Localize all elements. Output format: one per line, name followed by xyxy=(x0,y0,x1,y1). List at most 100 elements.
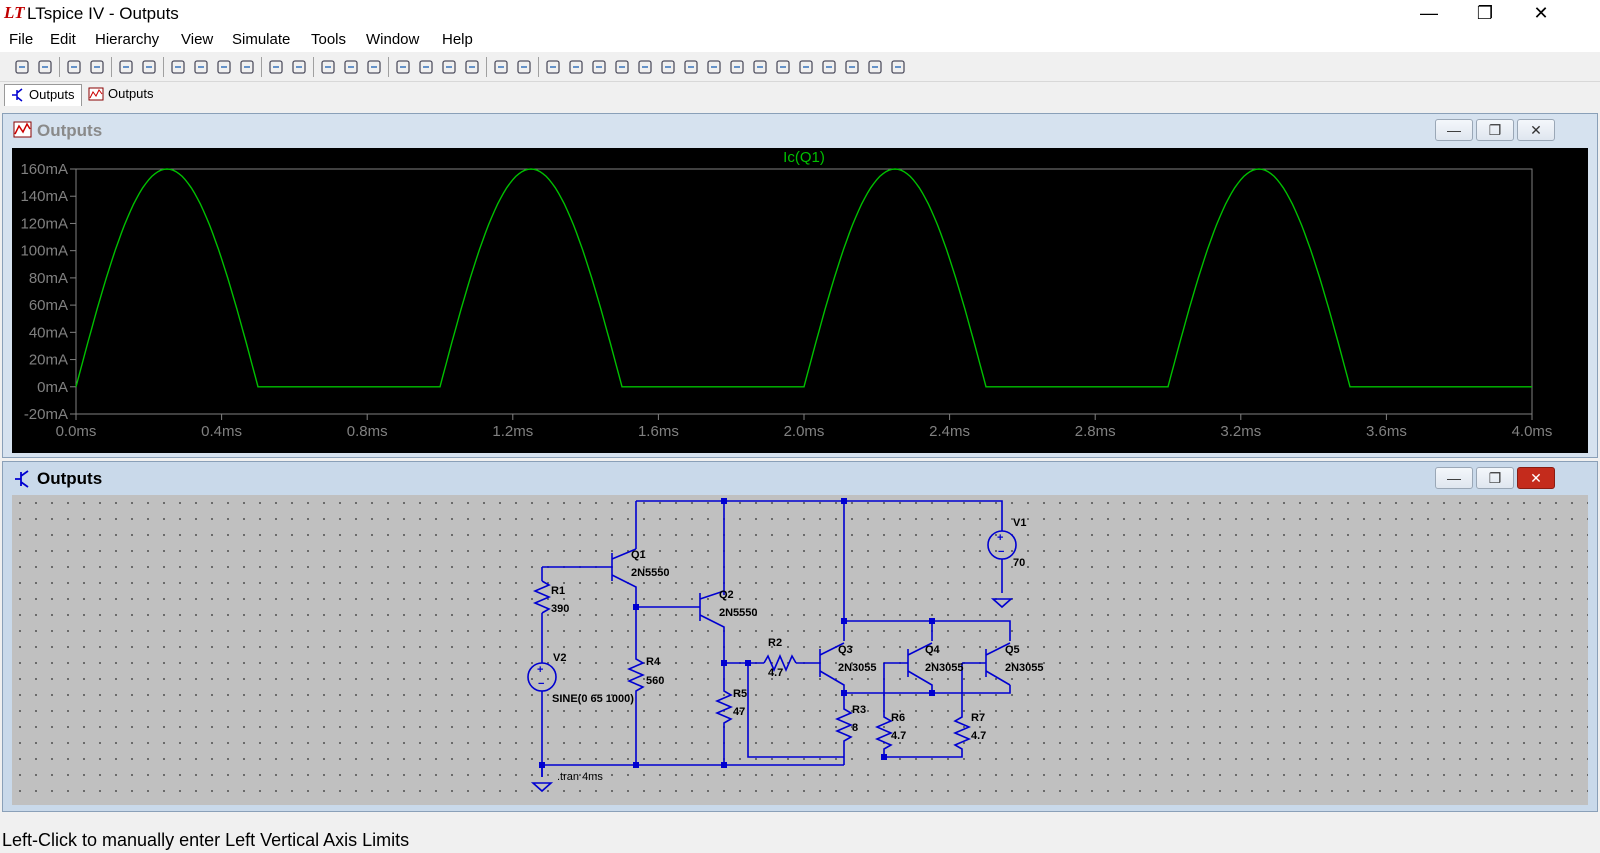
zoom-area-icon[interactable] xyxy=(191,57,211,77)
waveform-restore-button[interactable]: ❐ xyxy=(1476,119,1514,141)
autorange-icon[interactable] xyxy=(266,57,286,77)
zoom-in-icon[interactable] xyxy=(168,57,188,77)
x-tick-label[interactable]: 4.0ms xyxy=(1512,423,1553,440)
x-tick-label[interactable]: 1.6ms xyxy=(638,423,679,440)
text-icon[interactable] xyxy=(865,57,885,77)
tab-schematic-outputs[interactable]: Outputs xyxy=(4,84,82,106)
waveform-close-button[interactable]: ✕ xyxy=(1517,119,1555,141)
control-panel-icon[interactable] xyxy=(87,57,107,77)
rotate-icon[interactable] xyxy=(819,57,839,77)
undo-icon[interactable] xyxy=(773,57,793,77)
schematic-minimize-button[interactable]: — xyxy=(1435,467,1473,489)
tile-horizontal-icon[interactable] xyxy=(318,57,338,77)
menu-hierarchy[interactable]: Hierarchy xyxy=(95,31,160,48)
r5-value: 47 xyxy=(733,706,745,718)
open-icon[interactable] xyxy=(35,57,55,77)
waveform-chart[interactable]: 160mA 140mA 120mA 100mA 80mA 60mA 40mA 20mA 0mA -… xyxy=(12,148,1588,453)
menu-edit[interactable]: Edit xyxy=(50,31,76,48)
y-tick-label[interactable]: 160mA xyxy=(20,161,68,178)
y-tick-label[interactable]: 100mA xyxy=(20,243,68,260)
menu-file[interactable]: File xyxy=(9,31,34,48)
schematic-window: Outputs — ❐ ✕ xyxy=(2,461,1598,812)
toolbar xyxy=(0,53,1600,82)
waveform-window-title: Outputs xyxy=(37,121,103,140)
schematic-close-button[interactable]: ✕ xyxy=(1517,467,1555,489)
pan-hand-icon[interactable] xyxy=(139,57,159,77)
schematic-window-title: Outputs xyxy=(37,469,103,488)
y-tick-label[interactable]: -20mA xyxy=(24,406,68,423)
maximize-button[interactable]: ❐ xyxy=(1476,3,1494,23)
resistor-icon[interactable] xyxy=(612,57,632,77)
x-tick-label[interactable]: 1.2ms xyxy=(492,423,533,440)
zoom-out-icon[interactable] xyxy=(214,57,234,77)
schematic-window-header: Outputs — ❐ ✕ xyxy=(3,462,1597,496)
copy-icon[interactable] xyxy=(416,57,436,77)
move-icon[interactable] xyxy=(727,57,747,77)
close-button[interactable]: ✕ xyxy=(1533,3,1549,23)
waveform-icon xyxy=(13,121,32,138)
paste-icon[interactable] xyxy=(439,57,459,77)
v1-name: V1 xyxy=(1013,517,1026,529)
q1-name: Q1 xyxy=(631,549,646,561)
y-tick-label[interactable]: 80mA xyxy=(29,270,68,287)
x-tick-label[interactable]: 0.4ms xyxy=(201,423,242,440)
q4-name: Q4 xyxy=(925,644,941,656)
toolbar-separator xyxy=(486,57,487,77)
mirror-icon[interactable] xyxy=(842,57,862,77)
x-tick-label[interactable]: 2.8ms xyxy=(1075,423,1116,440)
label-icon[interactable] xyxy=(589,57,609,77)
trace-name[interactable]: Ic(Q1) xyxy=(783,149,825,166)
q5-model: 2N3055 xyxy=(1005,662,1044,674)
y-tick-label[interactable]: 60mA xyxy=(29,297,68,314)
plot-area[interactable]: 160mA 140mA 120mA 100mA 80mA 60mA 40mA 20mA 0mA -… xyxy=(12,148,1588,453)
tile-vertical-icon[interactable] xyxy=(364,57,384,77)
find-icon[interactable] xyxy=(462,57,482,77)
diode-icon[interactable] xyxy=(681,57,701,77)
menu-simulate[interactable]: Simulate xyxy=(232,31,291,48)
spice-directive-icon[interactable] xyxy=(888,57,908,77)
menu-window[interactable]: Window xyxy=(366,31,420,48)
menu-help[interactable]: Help xyxy=(442,31,473,48)
capacitor-icon[interactable] xyxy=(635,57,655,77)
r6-value: 4.7 xyxy=(891,730,906,742)
drag-icon[interactable] xyxy=(750,57,770,77)
y-tick-label[interactable]: 40mA xyxy=(29,324,68,341)
x-tick-label[interactable]: 0.0ms xyxy=(56,423,97,440)
wire-icon[interactable] xyxy=(543,57,563,77)
x-tick-label[interactable]: 3.6ms xyxy=(1366,423,1407,440)
y-tick-label[interactable]: 0mA xyxy=(37,379,68,396)
plot-settings-icon[interactable] xyxy=(289,57,309,77)
menu-tools[interactable]: Tools xyxy=(311,31,347,48)
redo-icon[interactable] xyxy=(796,57,816,77)
schematic-canvas[interactable]: +− +− Q1 2N5550 Q2 xyxy=(12,495,1588,805)
component-icon[interactable] xyxy=(704,57,724,77)
spice-directive[interactable]: .tran 4ms xyxy=(557,771,603,783)
y-tick-label[interactable]: 140mA xyxy=(20,188,68,205)
minimize-button[interactable]: — xyxy=(1420,3,1438,23)
print-icon[interactable] xyxy=(514,57,534,77)
zoom-cancel-icon[interactable] xyxy=(237,57,257,77)
waveform-minimize-button[interactable]: — xyxy=(1435,119,1473,141)
x-tick-label[interactable]: 3.2ms xyxy=(1220,423,1261,440)
run-icon[interactable] xyxy=(116,57,136,77)
r7-value: 4.7 xyxy=(971,730,986,742)
ground-icon[interactable] xyxy=(566,57,586,77)
inductor-icon[interactable] xyxy=(658,57,678,77)
x-tick-label[interactable]: 0.8ms xyxy=(347,423,388,440)
y-tick-label[interactable]: 120mA xyxy=(20,215,68,232)
schematic-drawing[interactable]: +− +− Q1 2N5550 Q2 xyxy=(12,495,1588,805)
x-tick-label[interactable]: 2.4ms xyxy=(929,423,970,440)
cascade-icon[interactable] xyxy=(341,57,361,77)
menu-view[interactable]: View xyxy=(181,31,214,48)
save-icon[interactable] xyxy=(64,57,84,77)
schematic-restore-button[interactable]: ❐ xyxy=(1476,467,1514,489)
y-tick-label[interactable]: 20mA xyxy=(29,352,68,369)
r7-name: R7 xyxy=(971,712,985,724)
waveform-window-header: Outputs — ❐ ✕ xyxy=(3,114,1597,148)
x-tick-label[interactable]: 2.0ms xyxy=(784,423,825,440)
print-preview-icon[interactable] xyxy=(491,57,511,77)
tab-waveform-outputs[interactable]: Outputs xyxy=(84,84,160,106)
cut-icon[interactable] xyxy=(393,57,413,77)
new-schematic-icon[interactable] xyxy=(12,57,32,77)
tab-label: Outputs xyxy=(29,87,75,102)
